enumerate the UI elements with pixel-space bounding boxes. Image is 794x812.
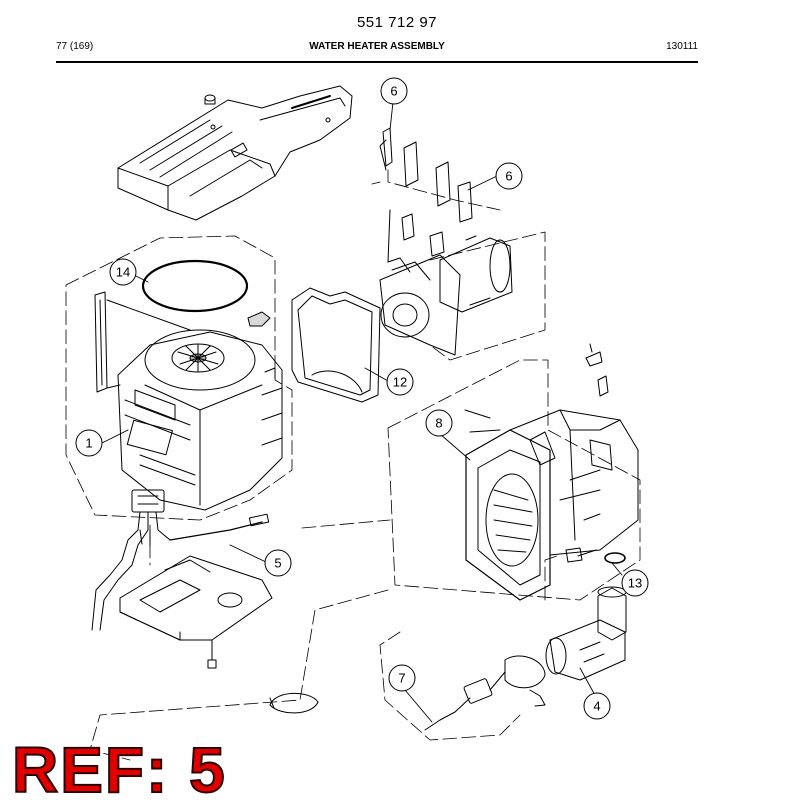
callout-1-label: 1 [85, 436, 92, 451]
callout-12: 12 [386, 368, 414, 396]
callout-8-label: 8 [435, 416, 442, 431]
glow-plugs [379, 127, 473, 257]
heat-exchanger [465, 409, 639, 601]
assembly-group-outline [65, 169, 641, 761]
callout-8: 8 [425, 409, 453, 437]
burner-unit [379, 209, 513, 356]
callout-7-label: 7 [398, 671, 405, 686]
pump-clamp [504, 655, 546, 707]
callout-6a-label: 6 [390, 84, 397, 99]
page-number: 77 (169) [56, 41, 94, 52]
part-number: 551 712 97 [356, 14, 438, 31]
callout-12-label: 12 [393, 375, 407, 390]
gasket [291, 287, 381, 403]
heater-body [117, 329, 283, 511]
callout-14: 14 [109, 258, 137, 286]
callout-6b-label: 6 [505, 169, 512, 184]
callout-14-label: 14 [116, 265, 130, 280]
callout-4-label: 4 [593, 699, 600, 714]
header-rule [56, 61, 698, 63]
leader-lines [101, 101, 623, 723]
callout-5: 5 [264, 549, 292, 577]
small-o-ring [604, 552, 626, 564]
callout-13: 13 [621, 569, 649, 597]
callout-6a: 6 [380, 77, 408, 105]
callout-5-label: 5 [274, 556, 281, 571]
hose-clamp [269, 692, 319, 714]
fittings [464, 343, 609, 557]
callouts: 1 4 5 6 6 7 8 12 [75, 77, 649, 720]
wire-harness [91, 489, 270, 631]
mounting-bracket [119, 555, 273, 669]
callout-4: 4 [583, 692, 611, 720]
callout-7: 7 [388, 664, 416, 692]
o-ring [141, 259, 249, 313]
callout-6b: 6 [495, 162, 523, 190]
side-strip [94, 291, 191, 393]
small-clip [247, 311, 271, 327]
water-pump [545, 586, 627, 681]
page-title: WATER HEATER ASSEMBLY [309, 41, 445, 52]
pump-cable [424, 671, 506, 731]
callout-13-label: 13 [628, 576, 642, 591]
ref-stamp: REF: 5 [11, 734, 227, 806]
callout-1: 1 [75, 429, 103, 457]
header-row: 77 (169) WATER HEATER ASSEMBLY 130111 [56, 41, 698, 55]
date-code: 130111 [666, 41, 698, 52]
top-cover [117, 85, 353, 221]
